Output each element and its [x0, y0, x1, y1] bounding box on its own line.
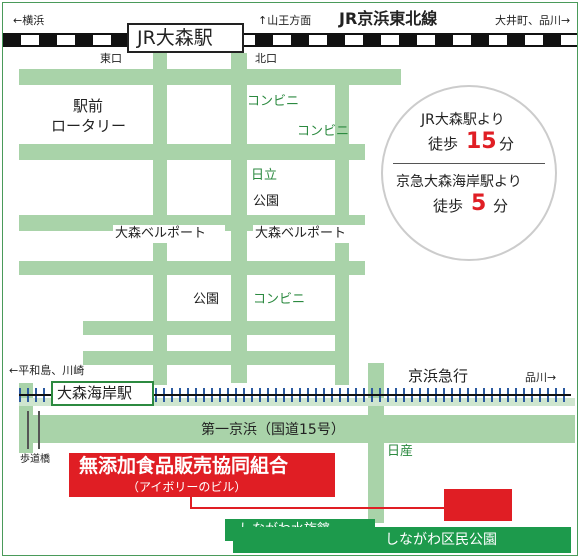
- keikyu-direction-right: 品川→: [525, 371, 557, 384]
- road: [231, 53, 247, 383]
- road: [19, 69, 401, 85]
- jr-station-name: JR大森駅: [137, 27, 213, 49]
- bellport-label-2: 大森ベルポート: [255, 226, 347, 241]
- pedestrian-bridge-label: 歩道橋: [20, 454, 50, 465]
- destination-banner: 無添加食品販売協同組合 （アイボリーのビル）: [69, 453, 335, 497]
- station-plaza-label-2: ロータリー: [51, 117, 127, 135]
- road: [83, 321, 335, 335]
- hitachi-label: 日立: [251, 168, 278, 183]
- keikyu-line-name: 京浜急行: [408, 367, 469, 385]
- destination-pointer-line: [190, 507, 444, 509]
- exit-north: 北口: [255, 52, 277, 65]
- jr-direction-left: ←横浜: [13, 14, 45, 27]
- destination-pointer-line: [190, 497, 192, 509]
- road: [19, 398, 575, 406]
- exit-east: 東口: [100, 52, 122, 65]
- jr-omori-station-box: JR大森駅: [127, 23, 244, 53]
- destination-building: [444, 489, 512, 521]
- station-plaza-label-1: 駅前: [73, 97, 104, 115]
- keikyu-walk-minutes: 5: [471, 191, 487, 216]
- jr-direction-mid: ↑山王方面: [258, 14, 312, 27]
- nissan-label: 日産: [387, 444, 414, 459]
- walk-label-2: 徒歩: [433, 197, 464, 215]
- minutes-unit-1: 分: [499, 135, 515, 153]
- bellport-label-bg-2: [253, 225, 365, 243]
- destination-name: 無添加食品販売協同組合: [79, 455, 289, 477]
- bellport-label-bg-1: [113, 225, 225, 243]
- daiichi-keihin-road: [19, 415, 575, 443]
- pedestrian-bridge-line: [38, 411, 40, 449]
- road: [368, 363, 384, 523]
- jr-label-bg: [333, 9, 473, 27]
- road: [153, 53, 167, 385]
- park-label-2: 公園: [193, 292, 220, 307]
- keikyu-rail-line: [19, 388, 571, 402]
- daiichi-keihin-label: 第一京浜（国道15号）: [201, 422, 345, 438]
- jr-walk-minutes: 15: [466, 129, 497, 154]
- park-label-1: 公園: [253, 194, 280, 209]
- minutes-unit-2: 分: [493, 197, 509, 215]
- jr-rail-line: [3, 33, 577, 47]
- omori-kaigan-station-box: 大森海岸駅: [51, 381, 154, 406]
- jr-direction-right: 大井町、品川→: [495, 14, 571, 27]
- walk-label-1: 徒歩: [428, 135, 459, 153]
- access-info-circle: [381, 85, 557, 261]
- park-block: しながわ区民公園: [233, 527, 571, 553]
- road: [83, 351, 335, 365]
- keikyu-label-bg: [405, 367, 485, 385]
- keikyu-direction-left: ←平和島、川崎: [9, 364, 85, 377]
- destination-subtitle: （アイボリーのビル）: [127, 480, 247, 494]
- convenience-store-3: コンビニ: [253, 292, 306, 307]
- road: [19, 144, 365, 160]
- keikyu-access-line: 京急大森海岸駅より: [396, 174, 522, 190]
- road: [19, 261, 365, 275]
- jr-line-name: JR京浜東北線: [339, 9, 438, 28]
- jr-access-line: JR大森駅より: [421, 112, 505, 128]
- pedestrian-bridge-line: [27, 411, 29, 449]
- convenience-store-2: コンビニ: [297, 124, 350, 139]
- convenience-store-1: コンビニ: [247, 94, 300, 109]
- access-divider: [393, 163, 545, 164]
- bellport-label-1: 大森ベルポート: [115, 226, 207, 241]
- park-label: しながわ区民公園: [385, 532, 497, 548]
- keikyu-station-name: 大森海岸駅: [57, 384, 133, 402]
